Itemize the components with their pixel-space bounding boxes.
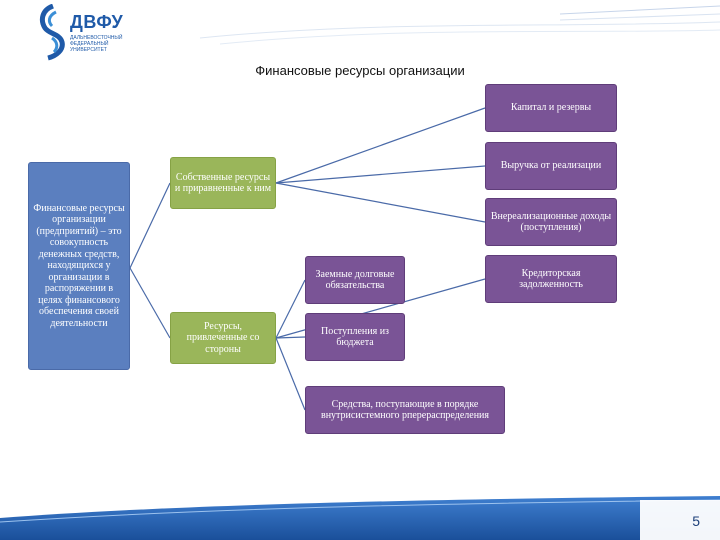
nonoperating-income-text: Внереализационные доходы (поступления) (490, 210, 612, 234)
header-decoration (199, 5, 720, 45)
nonoperating-income-box: Внереализационные доходы (поступления) (485, 198, 617, 246)
sales-revenue-box: Выручка от реализации (485, 142, 617, 190)
sales-revenue-text: Выручка от реализации (500, 160, 602, 172)
intrasystem-funds-text: Средства, поступающие в порядке внутриси… (320, 398, 489, 422)
logo-emblem-icon (39, 3, 65, 61)
own-resources-text: Собственные ресурсы и приравненные к ним (174, 171, 272, 195)
capital-reserves-box: Капитал и резервы (485, 84, 617, 132)
budget-receipts-box: Поступления из бюджета (305, 313, 405, 361)
logo-text: ДВФУ (70, 12, 124, 32)
capital-reserves-text: Капитал и резервы (510, 102, 592, 114)
definition-text: Финансовые ресурсы организации (предприя… (33, 202, 125, 329)
page-number: 5 (692, 513, 700, 529)
dvfu-logo (36, 3, 128, 66)
payables-box: Кредиторская задолженность (485, 255, 617, 303)
logo-subtitle: ДАЛЬНЕВОСТОЧНЫЙ ФЕДЕРАЛЬНЫЙ УНИВЕРСИТЕТ (70, 35, 123, 53)
budget-receipts-text: Поступления из бюджета (320, 325, 390, 349)
page-title: Финансовые ресурсы организации (255, 63, 465, 78)
borrowed-obligations-text: Заемные долговые обязательства (315, 268, 395, 292)
own-resources-box: Собственные ресурсы и приравненные к ним (170, 157, 276, 209)
attracted-resources-text: Ресурсы, привлеченные со стороны (186, 320, 260, 355)
intrasystem-funds-box: Средства, поступающие в порядке внутриси… (305, 386, 505, 434)
payables-text: Кредиторская задолженность (519, 267, 583, 291)
borrowed-obligations-box: Заемные долговые обязательства (305, 256, 405, 304)
definition-box: Финансовые ресурсы организации (предприя… (28, 162, 130, 370)
attracted-resources-box: Ресурсы, привлеченные со стороны (170, 312, 276, 364)
footer-band (0, 496, 720, 540)
